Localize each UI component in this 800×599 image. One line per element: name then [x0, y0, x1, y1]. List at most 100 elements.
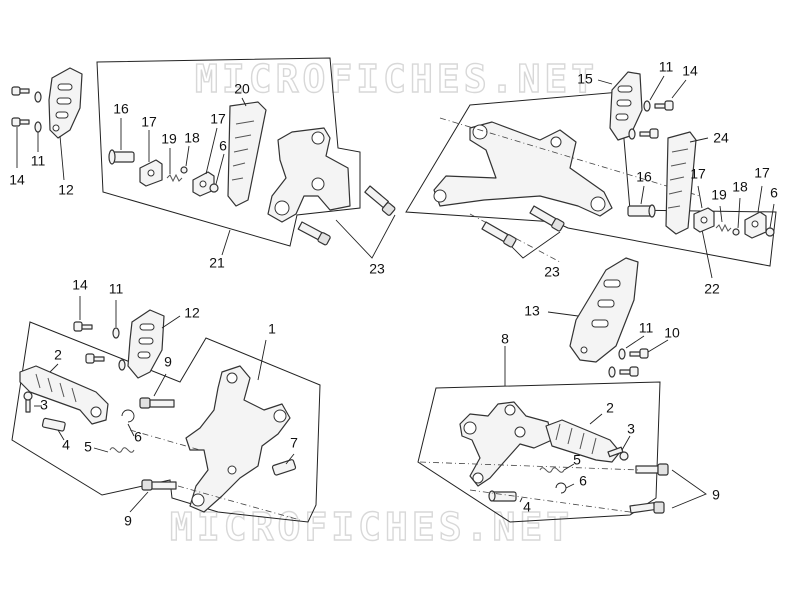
callout-6: 6 [770, 185, 778, 201]
callout-14: 14 [682, 63, 698, 79]
screw [85, 353, 105, 364]
bolt [141, 479, 177, 491]
detent-plate [139, 159, 163, 187]
callout-19: 19 [161, 131, 177, 147]
screw [629, 348, 649, 359]
callout-9: 9 [124, 513, 132, 529]
heel-guard-plate [569, 257, 639, 363]
callout-24: 24 [713, 130, 729, 146]
callout-21: 21 [209, 255, 225, 271]
bolt [481, 221, 517, 248]
screw [11, 86, 30, 96]
callout-17: 17 [141, 114, 157, 130]
washer [628, 128, 636, 140]
heel-guard-plate [609, 71, 643, 141]
shift-pin [271, 459, 297, 476]
callout-19: 19 [711, 187, 727, 203]
callout-14: 14 [72, 277, 88, 293]
washer [34, 121, 42, 133]
callout-17: 17 [210, 111, 226, 127]
callout-11: 11 [109, 281, 124, 297]
footpeg [19, 365, 109, 425]
watermark-top: MICROFICHES.NET [195, 57, 598, 101]
callout-3: 3 [40, 397, 48, 413]
screw [619, 366, 639, 377]
callout-1: 1 [268, 321, 276, 337]
nut [765, 227, 775, 237]
group-bottom-left [11, 296, 321, 523]
detent-ball [732, 228, 740, 236]
heel-guard-plate [48, 67, 83, 139]
detent-spring [166, 173, 183, 183]
bolt [297, 221, 331, 246]
callout-12: 12 [58, 182, 74, 198]
group-top-left [11, 57, 396, 259]
callout-13: 13 [524, 303, 540, 319]
callout-2: 2 [54, 347, 62, 363]
callout-9: 9 [164, 354, 172, 370]
footrest-bracket [433, 121, 613, 217]
bolt [139, 397, 175, 409]
callout-9: 9 [712, 487, 720, 503]
small-bolt [23, 391, 33, 413]
bolt [635, 463, 669, 476]
callout-11: 11 [639, 320, 654, 336]
retaining-clip [121, 409, 135, 423]
callout-11: 11 [659, 59, 674, 75]
washer [618, 348, 626, 360]
detent-plate [192, 171, 215, 197]
return-spring [109, 447, 135, 453]
bolt [364, 185, 396, 216]
callout-18: 18 [732, 179, 748, 195]
callout-6: 6 [579, 473, 587, 489]
callout-14: 14 [9, 172, 25, 188]
callout-17: 17 [690, 166, 706, 182]
callout-22: 22 [704, 281, 720, 297]
callout-4: 4 [523, 499, 531, 515]
callout-4: 4 [62, 437, 70, 453]
washer [118, 359, 126, 371]
return-spring [539, 467, 565, 473]
callout-23: 23 [544, 264, 560, 280]
washer [608, 366, 616, 378]
callout-17: 17 [754, 165, 770, 181]
footpeg-rubber [227, 101, 267, 207]
group-bottom-right [417, 257, 707, 523]
callout-7: 7 [290, 435, 298, 451]
bolt [629, 501, 665, 514]
callout-6: 6 [219, 138, 227, 154]
callout-6: 6 [134, 429, 142, 445]
callout-12: 12 [184, 305, 200, 321]
washer [112, 327, 120, 339]
footpeg [545, 419, 621, 463]
screw [73, 321, 93, 332]
callout-16: 16 [636, 169, 652, 185]
watermark-bottom: MICROFICHES.NET [170, 505, 573, 549]
callout-23: 23 [369, 261, 385, 277]
footrest-bracket [267, 127, 351, 223]
detent-ball [180, 166, 188, 174]
detent-plate [693, 207, 715, 233]
footrest-bracket [185, 365, 291, 513]
pivot-pin [41, 417, 66, 432]
detent-spring [715, 223, 732, 233]
pivot-pin [627, 204, 656, 218]
screw [639, 128, 659, 139]
detent-plate [744, 211, 767, 239]
heel-guard-plate [127, 309, 165, 379]
callout-labels: 12 11 14 16 17 19 18 17 6 20 21 23 15 11… [9, 59, 778, 529]
callout-11: 11 [31, 153, 46, 169]
footrest-bracket [459, 401, 553, 487]
bolt [529, 205, 565, 232]
callout-8: 8 [501, 331, 509, 347]
retaining-clip [555, 482, 567, 494]
screw [11, 117, 30, 127]
washer [34, 91, 42, 103]
callout-15: 15 [577, 71, 593, 87]
pivot-pin [108, 149, 135, 165]
callout-18: 18 [184, 130, 200, 146]
group-top-right [405, 71, 777, 279]
nut [209, 183, 219, 193]
footpeg-rubber [665, 131, 697, 235]
